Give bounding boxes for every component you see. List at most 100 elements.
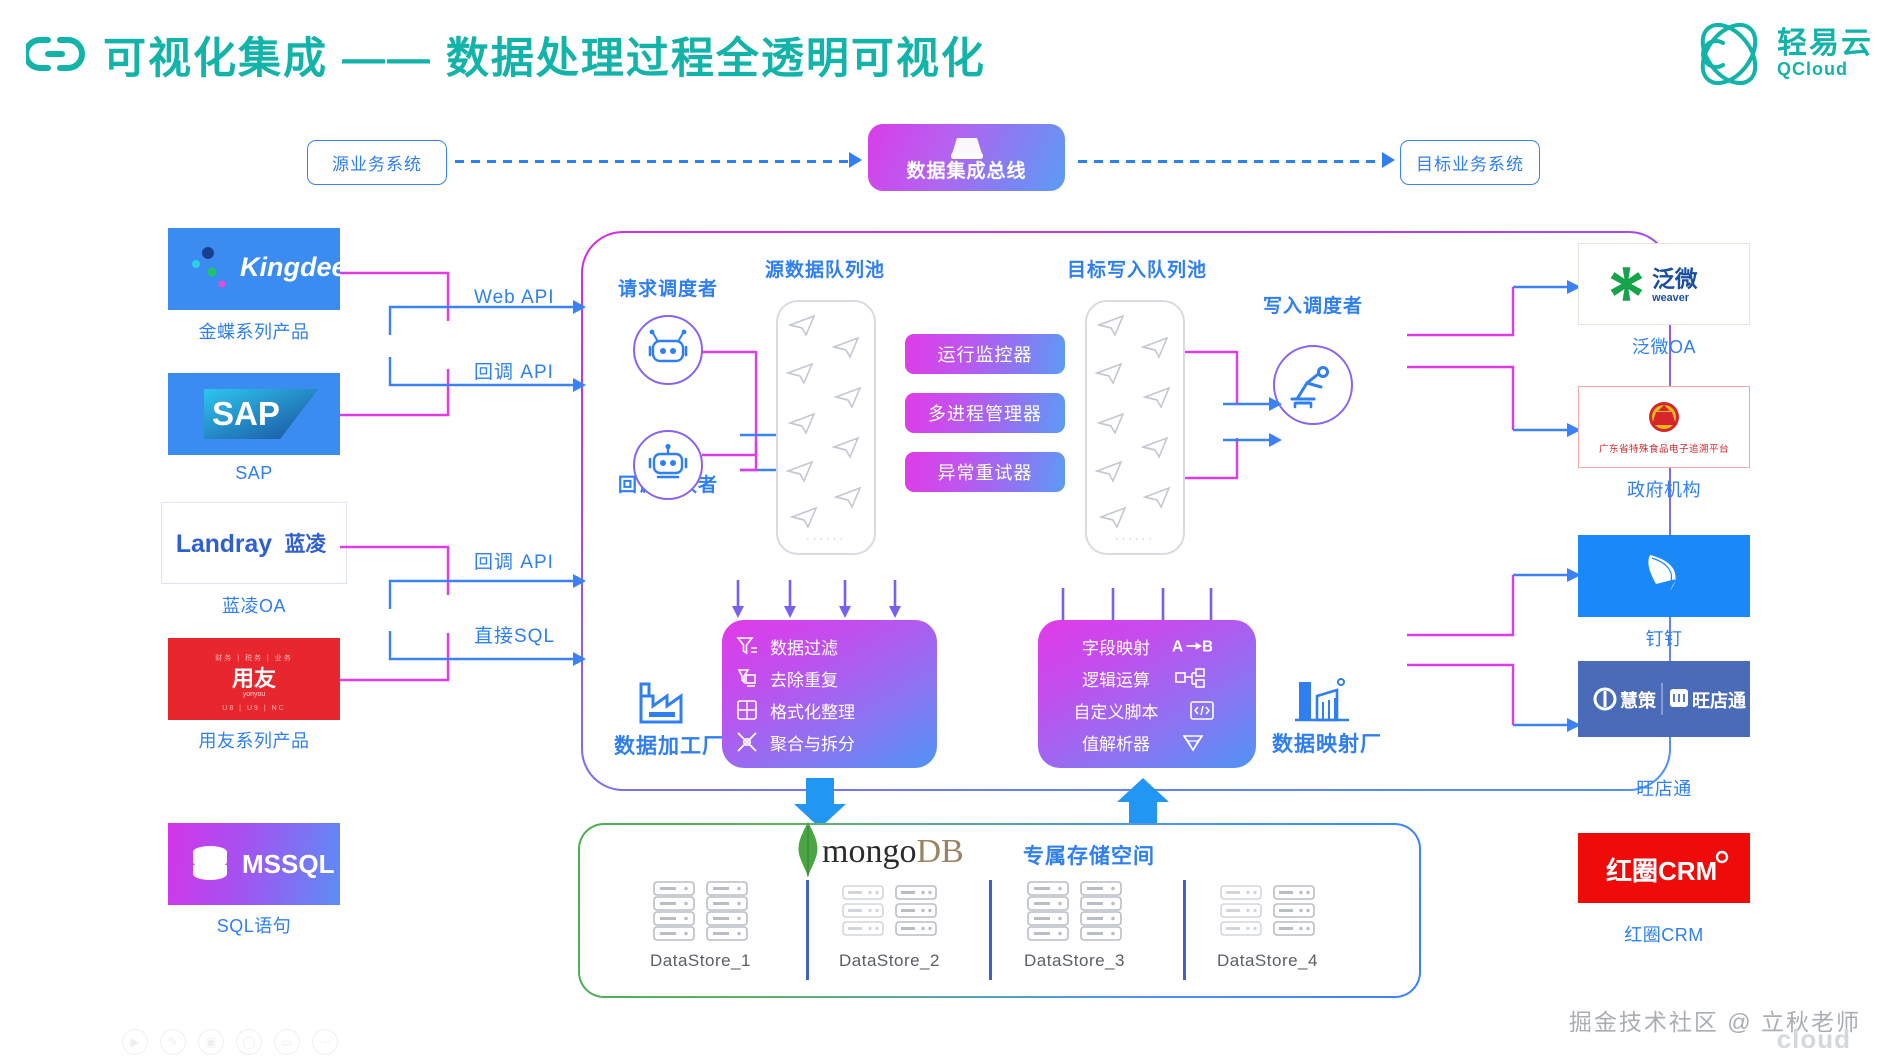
- data-factory-card[interactable]: 数据过滤 去除重复 格式化整理 聚合与拆分: [722, 620, 937, 768]
- watermark-cloud-logo: cloud: [1776, 1024, 1851, 1054]
- factory-to-storage-arrow: [794, 778, 846, 828]
- target-caption-hongquan-crm: 红圈CRM: [1624, 925, 1704, 945]
- pill-multiprocess-manager[interactable]: 多进程管理器: [905, 393, 1065, 433]
- pool-to-write-scheduler-wires: [1185, 350, 1282, 480]
- mapper-outbound-lines: [1061, 588, 1213, 620]
- datastore-3-racks: [987, 880, 1162, 942]
- svg-text:A: A: [1172, 638, 1183, 655]
- request-scheduler-icon[interactable]: [633, 315, 703, 385]
- page-header: 可视化集成 —— 数据处理过程全透明可视化 轻易云 QCloud: [0, 0, 1903, 108]
- source-logo-mssql[interactable]: MSSQL: [168, 823, 340, 905]
- connector-label-callback-api-1: 回调 API: [474, 362, 554, 383]
- mongodb-word-db: DB: [916, 833, 964, 870]
- pill-exception-retry[interactable]: 异常重试器: [905, 452, 1065, 492]
- svg-text:泛微: 泛微: [1652, 266, 1698, 292]
- datastore-4[interactable]: DataStore_4: [1180, 880, 1355, 971]
- datastore-2[interactable]: DataStore_2: [802, 880, 977, 971]
- pill-runtime-monitor[interactable]: 运行监控器: [905, 334, 1065, 374]
- image-icon[interactable]: ▣: [198, 1029, 224, 1055]
- logic-icon: [1172, 667, 1212, 689]
- target-caption-dingtalk: 钉钉: [1645, 629, 1683, 649]
- source-system-box[interactable]: 源业务系统: [307, 140, 447, 185]
- svg-text:Landray: Landray: [176, 531, 272, 558]
- target-logo-wangdiantong[interactable]: 慧策 旺店通: [1578, 661, 1750, 737]
- mapper-item-value-parser[interactable]: 值解析器: [1052, 730, 1242, 755]
- datastore-1-racks: [613, 880, 788, 942]
- storage-caption: 专属存储空间: [1023, 845, 1155, 868]
- factory-item-format[interactable]: 格式化整理: [736, 698, 923, 723]
- target-connector-wires: [1407, 280, 1581, 732]
- chain-link-icon: [26, 30, 86, 78]
- a-to-b-icon: AB: [1172, 635, 1212, 657]
- brand-logo: 轻易云 QCloud: [1689, 16, 1873, 92]
- storage-divider-1: [806, 880, 809, 980]
- source-caption-sap: SAP: [235, 463, 273, 483]
- mapper-item-logic[interactable]: 逻辑运算: [1052, 666, 1242, 691]
- factory-title: 数据加工厂: [614, 735, 724, 758]
- source-logo-landray[interactable]: Landray 蓝凌: [161, 502, 347, 584]
- search-icon[interactable]: ◯: [236, 1029, 262, 1055]
- svg-text:Kingdee: Kingdee: [240, 252, 340, 282]
- source-logo-kingdee[interactable]: Kingdee: [168, 228, 340, 310]
- dedupe-icon: [736, 667, 758, 689]
- mapper-title: 数据映射厂: [1272, 733, 1382, 756]
- target-logo-gov-text: 广东省特殊食品电子追溯平台: [1598, 443, 1729, 455]
- factory-item-filter[interactable]: 数据过滤: [736, 634, 923, 659]
- playback-toolbar[interactable]: ▶ ✎ ▣ ◯ ▭ ⋯: [122, 1029, 338, 1055]
- factory-item-dedupe-label: 去除重复: [770, 670, 838, 690]
- target-queue-pool: ······: [1085, 300, 1185, 555]
- more-icon[interactable]: ⋯: [312, 1029, 338, 1055]
- target-queue-pool-label: 目标写入队列池: [1067, 260, 1208, 281]
- brand-name-en: QCloud: [1777, 59, 1848, 80]
- data-mapper-card[interactable]: 字段映射 AB 逻辑运算 自定义脚本 值解析器: [1038, 620, 1256, 768]
- mongodb-leaf-icon: [795, 822, 821, 878]
- target-logo-gov[interactable]: 广东省特殊食品电子追溯平台: [1578, 386, 1750, 468]
- connector-label-direct-sql: 直接SQL: [474, 626, 556, 647]
- page-title: 可视化集成 —— 数据处理过程全透明可视化: [103, 35, 986, 83]
- factory-item-dedupe[interactable]: 去除重复: [736, 666, 923, 691]
- target-logo-weaver[interactable]: 泛微 weaver: [1578, 243, 1750, 325]
- write-scheduler-label: 写入调度者: [1263, 296, 1364, 317]
- connector-label-callback-api-2: 回调 API: [474, 552, 554, 573]
- datastore-1[interactable]: DataStore_1: [613, 880, 788, 971]
- mapper-item-script[interactable]: 自定义脚本: [1052, 698, 1242, 723]
- bus-stack-icon: [939, 132, 995, 162]
- mapper-item-field-mapping-label: 字段映射: [1082, 638, 1150, 658]
- data-integration-bus[interactable]: 数据集成总线: [868, 124, 1065, 191]
- bus-outbound-arrowhead: [1382, 152, 1395, 168]
- datastore-3[interactable]: DataStore_3: [987, 880, 1162, 971]
- target-caption-gov: 政府机构: [1627, 480, 1701, 500]
- script-icon: [1181, 699, 1221, 721]
- bus-inbound-arrowhead: [849, 152, 862, 168]
- source-connector-wires: [340, 271, 586, 682]
- svg-text:红圈CRM: 红圈CRM: [1606, 856, 1717, 886]
- factory-icon: [637, 676, 697, 726]
- source-logo-yonyou[interactable]: 财务 | 税务 | 业务 用友 yonyou U8 | U9 | NC: [168, 638, 340, 720]
- mapper-item-field-mapping[interactable]: 字段映射 AB: [1052, 634, 1242, 659]
- callback-receiver-icon[interactable]: [633, 430, 703, 500]
- write-scheduler-icon[interactable]: [1273, 345, 1353, 425]
- datastore-3-label: DataStore_3: [1024, 951, 1125, 970]
- factory-item-split[interactable]: 聚合与拆分: [736, 730, 923, 755]
- source-logo-sap[interactable]: SAP: [168, 373, 340, 455]
- play-icon[interactable]: ▶: [122, 1029, 148, 1055]
- note-icon[interactable]: ▭: [274, 1029, 300, 1055]
- target-pool-overflow-dots: ······: [1115, 533, 1155, 545]
- pen-icon[interactable]: ✎: [160, 1029, 186, 1055]
- svg-text:weaver: weaver: [1651, 292, 1690, 304]
- svg-text:旺店通: 旺店通: [1692, 690, 1746, 711]
- storage-divider-2: [989, 880, 992, 980]
- datastore-2-label: DataStore_2: [839, 951, 940, 970]
- grid-icon: [736, 699, 758, 721]
- target-system-box[interactable]: 目标业务系统: [1400, 140, 1540, 185]
- target-logo-dingtalk[interactable]: [1578, 535, 1750, 617]
- svg-text:慧策: 慧策: [1620, 690, 1657, 711]
- bus-outbound-dashed-line: [1078, 160, 1383, 163]
- mongodb-word-mongo: mongo: [822, 833, 917, 870]
- factory-item-split-label: 聚合与拆分: [770, 734, 855, 754]
- factory-inbound-arrows: [732, 580, 901, 618]
- target-logo-hongquan-crm[interactable]: 红圈CRM: [1578, 833, 1750, 903]
- source-caption-kingdee: 金蝶系列产品: [198, 322, 310, 342]
- source-caption-mssql: SQL语句: [216, 916, 292, 936]
- brand-name-cn: 轻易云: [1777, 26, 1873, 60]
